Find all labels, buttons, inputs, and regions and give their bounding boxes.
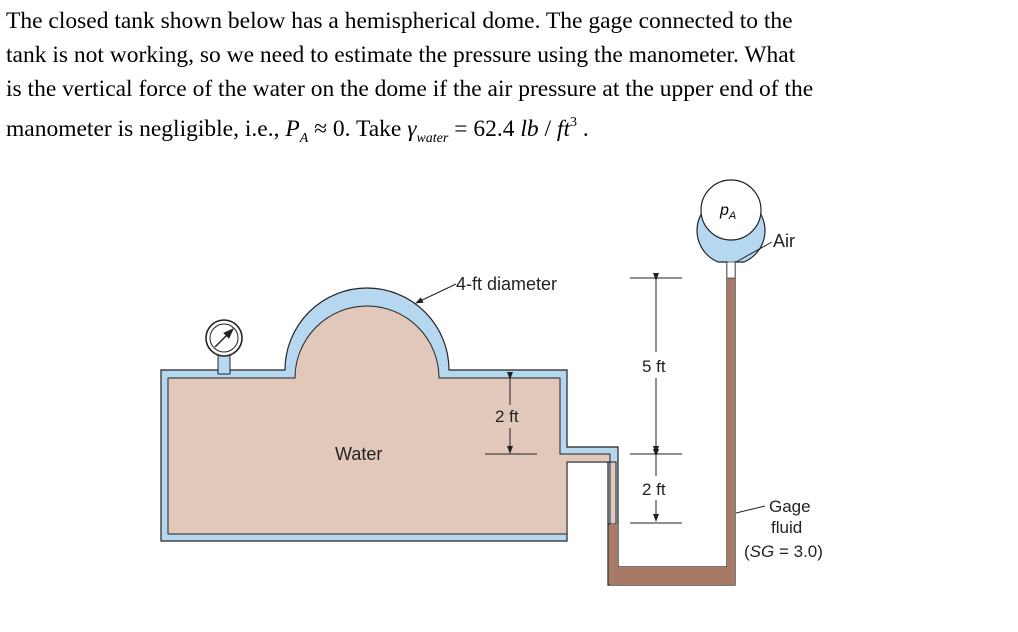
water-body <box>167 305 617 535</box>
water-label: Water <box>335 444 382 464</box>
problem-line-2: tank is not working, so we need to estim… <box>6 42 796 68</box>
dim-2ft-tank-label: 2 ft <box>495 407 519 426</box>
problem-line-4-prefix: manometer is negligible, i.e., <box>6 116 286 142</box>
dome-diameter-leader <box>415 283 457 304</box>
pa-subscript: A <box>299 131 309 146</box>
air-leader <box>735 241 773 263</box>
gage-fluid-label-line1: Gage <box>769 497 811 516</box>
period: . <box>576 116 589 142</box>
sg-label: (SG = 3.0) <box>744 542 823 561</box>
gamma-subscript: water <box>416 131 449 146</box>
pa-symbol: P <box>285 116 300 142</box>
manometer-left-fluid <box>610 524 618 569</box>
gamma-value: = 62.4 <box>448 116 521 142</box>
problem-statement: The closed tank shown below has a hemisp… <box>6 4 1006 156</box>
dim-2ft-right-label: 2 ft <box>642 480 666 499</box>
gage-fluid-label-line2: fluid <box>771 518 802 537</box>
air-label: Air <box>773 231 795 251</box>
problem-line-3: is the vertical force of the water on th… <box>6 76 814 102</box>
unit-exponent: 3 <box>569 115 577 130</box>
tank-wall <box>160 196 766 586</box>
pressure-gage-icon <box>205 319 243 357</box>
dome-diameter-label: 4-ft diameter <box>456 274 557 294</box>
approx-zero: ≈ 0 <box>308 116 345 142</box>
unit-slash: / <box>538 116 557 142</box>
problem-line-4: manometer is negligible, i.e., PA ≈ 0. T… <box>6 106 1006 156</box>
gamma-symbol: γ <box>407 116 417 142</box>
gage-fluid <box>607 277 736 586</box>
pressure-gage-inner <box>209 323 239 353</box>
pa-bulb-label: pA <box>719 202 736 222</box>
problem-line-1: The closed tank shown below has a hemisp… <box>6 8 793 34</box>
gage-fluid-leader <box>735 505 766 514</box>
air-column <box>726 261 736 279</box>
manometer-bottom-fluid <box>610 567 735 585</box>
dim-5ft-label: 5 ft <box>642 357 666 376</box>
unit-ft: ft <box>556 116 570 142</box>
unit-lb: lb <box>520 116 539 142</box>
pressure-bulb <box>700 179 762 241</box>
gage-stem <box>217 351 231 375</box>
gage-needle <box>214 328 234 348</box>
take-text: . Take <box>344 116 408 142</box>
manometer-right-fluid <box>727 278 735 569</box>
